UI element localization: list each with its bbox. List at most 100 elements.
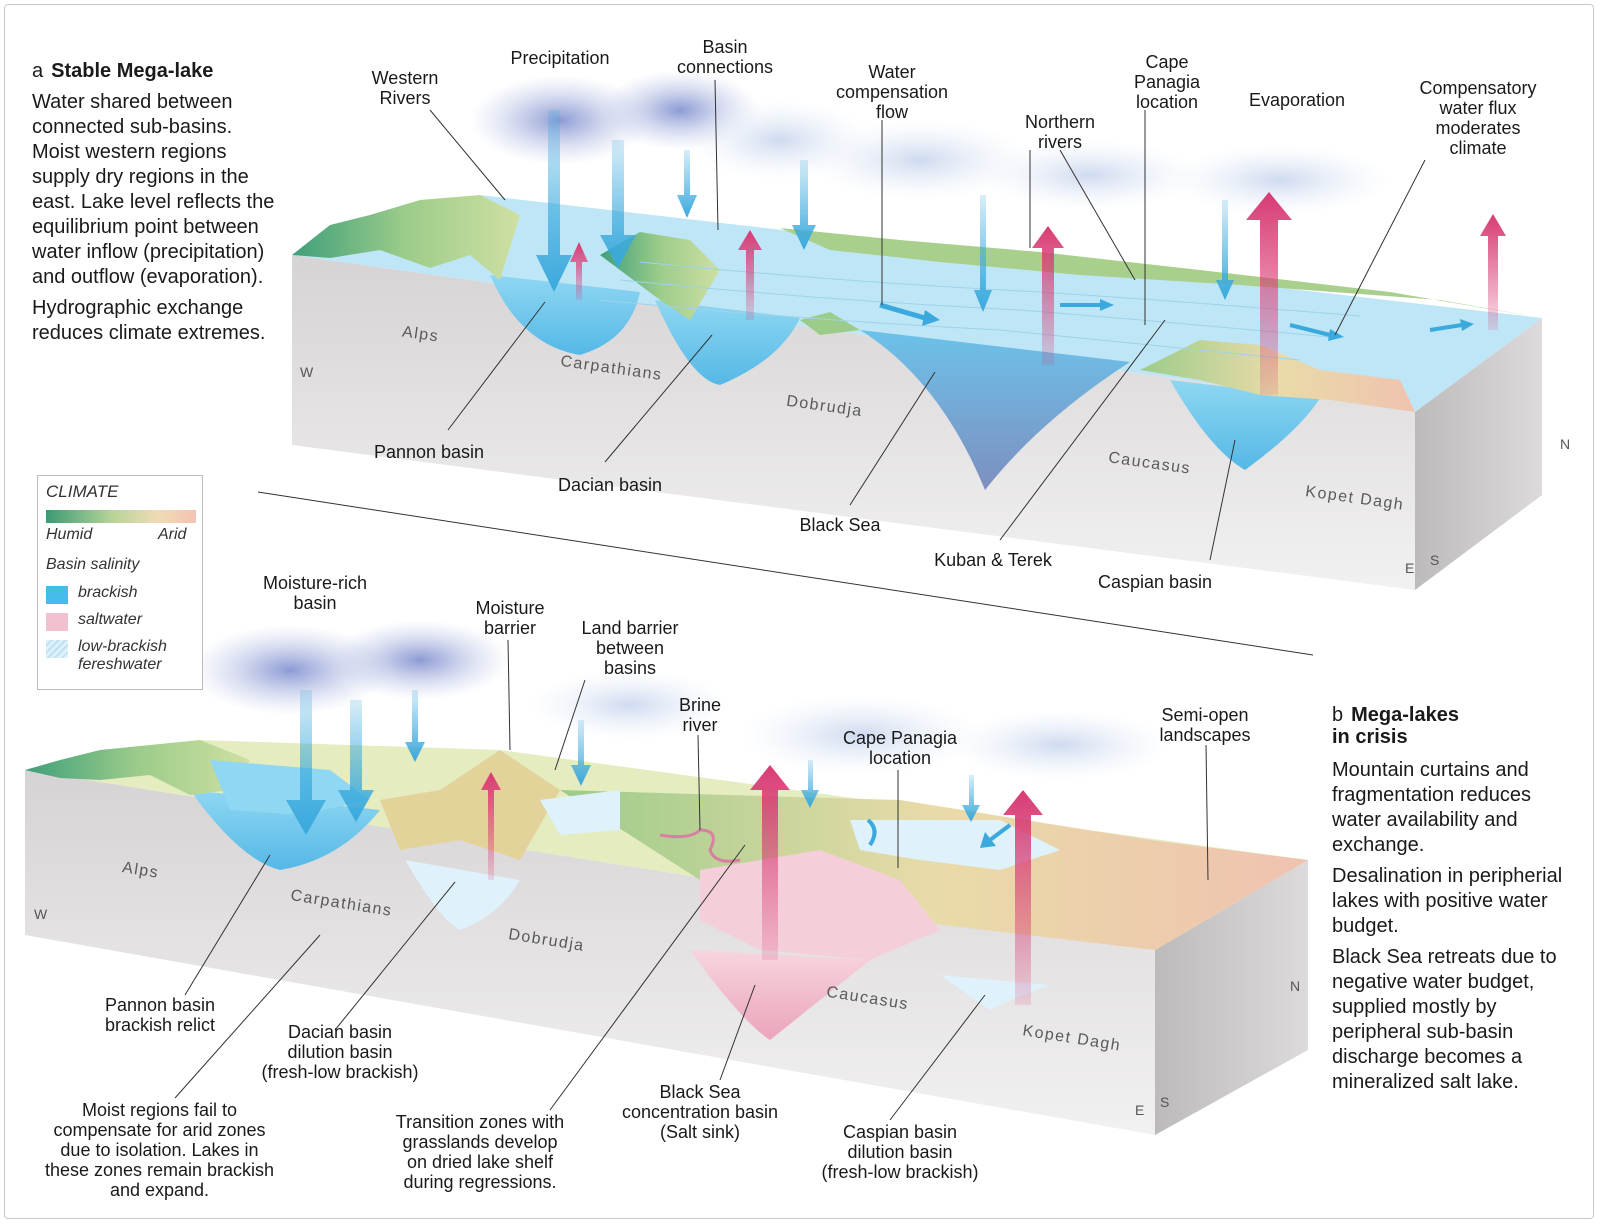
compass-b-west: W xyxy=(34,906,48,922)
leader-northern-rivers-2 xyxy=(1059,149,1136,281)
panel-b-arid-land xyxy=(560,790,1308,950)
figure-frame xyxy=(4,4,1594,1219)
legend-brackish: brackish xyxy=(78,584,138,601)
evaporation-arrow-2 xyxy=(738,230,762,320)
brine-river xyxy=(659,828,741,863)
black-sea-section xyxy=(860,330,1130,490)
legend-arid: Arid xyxy=(158,526,187,543)
evaporation-arrow-4 xyxy=(1246,192,1292,395)
callout-black-sea: Black Sea xyxy=(799,515,881,535)
panel-a-leaders xyxy=(429,79,1426,561)
precipitation-arrow-3 xyxy=(677,150,697,218)
callout-dacian-dilution: Dacian basin dilution basin (fresh-low b… xyxy=(261,1022,419,1082)
leader-transition xyxy=(549,844,746,1111)
leader-dacian-dilution xyxy=(334,881,456,1031)
callout-black-sea-conc: Black Sea concentration basin (Salt sink… xyxy=(621,1082,779,1142)
flow-arrow-4 xyxy=(1429,323,1463,332)
callout-cape-panagia-b: Cape Panagia location xyxy=(842,728,958,768)
b-precip-arrow-1 xyxy=(286,690,326,835)
callout-evaporation: Evaporation xyxy=(1248,90,1346,110)
leader-black-sea xyxy=(849,371,936,506)
callout-pannon-basin: Pannon basin xyxy=(373,442,485,462)
b-flow-arrow-2 xyxy=(988,823,1012,842)
compass-a-north: N xyxy=(1560,436,1571,452)
panel-divider xyxy=(257,491,1314,656)
leader-kuban xyxy=(999,319,1166,541)
b-precip-arrow-3 xyxy=(405,690,425,762)
precipitation-arrow-1 xyxy=(536,110,572,292)
callout-moist-regions: Moist regions fail to compensate for ari… xyxy=(44,1100,275,1200)
compass-b-north: N xyxy=(1290,978,1301,994)
callout-water-compensation: Water compensation flow xyxy=(835,62,949,122)
leader-western-rivers xyxy=(429,109,506,201)
leader-moist-regions xyxy=(174,934,321,1099)
callout-compensatory: Compensatory water flux moderates climat… xyxy=(1419,78,1537,158)
precipitation-arrow-4 xyxy=(792,160,816,250)
callout-land-barrier: Land barrier between basins xyxy=(581,618,679,678)
callout-transition: Transition zones with grasslands develop… xyxy=(395,1112,565,1192)
panel-b-description: Mountain curtains and fragmentation redu… xyxy=(1332,758,1582,1101)
leader-brine-river xyxy=(697,734,701,831)
precipitation-arrow-5 xyxy=(974,195,992,312)
callout-caspian-dilution: Caspian basin dilution basin (fresh-low … xyxy=(821,1122,979,1182)
cloud-a-6 xyxy=(1170,145,1390,215)
b-evap-arrow-1 xyxy=(481,772,501,880)
callout-caspian-basin: Caspian basin xyxy=(1097,572,1213,592)
compass-b-east: E xyxy=(1135,1102,1145,1118)
panel-b-para-3: Black Sea retreats due to negative water… xyxy=(1332,946,1557,1093)
leader-black-sea-conc xyxy=(719,984,756,1081)
panel-a-arrows xyxy=(536,110,1506,395)
callout-kuban-terek: Kuban & Terek xyxy=(934,550,1052,570)
b-flow-arrow-1 xyxy=(866,818,877,847)
panel-a-para-2: Hydrographic exchange reduces climate ex… xyxy=(32,297,266,344)
panel-b-para-2: Desalination in peripherial lakes with p… xyxy=(1332,865,1563,937)
leader-pannon xyxy=(447,301,546,431)
cloud-b-5 xyxy=(950,710,1170,780)
alps-land xyxy=(292,195,520,280)
leader-semi-open xyxy=(1205,744,1209,881)
callout-northern-rivers: Northern rivers xyxy=(1024,112,1096,152)
callout-brine-river: Brine river xyxy=(678,695,722,735)
callout-dacian-basin: Dacian basin xyxy=(557,475,663,495)
panel-a-block xyxy=(292,195,1542,590)
panel-b-barrier-land xyxy=(380,750,560,860)
b-precip-arrow-6 xyxy=(962,775,980,822)
legend-brackish-swatch xyxy=(46,586,68,604)
flow-arrow-1 xyxy=(879,302,926,321)
leader-caspian xyxy=(1209,439,1236,561)
callout-precipitation: Precipitation xyxy=(510,48,610,68)
b-evap-arrow-2 xyxy=(750,765,790,960)
dobrudja-land xyxy=(800,312,860,335)
panel-b-arrows xyxy=(286,690,1043,1005)
pannon-basin-section xyxy=(490,275,640,355)
legend-low-brackish: low-brackish fereshwater xyxy=(78,638,167,673)
panel-b-black-sea-pink xyxy=(700,850,940,960)
panel-a-description: Water shared between connected sub-basin… xyxy=(32,90,282,352)
callout-western-rivers: Western Rivers xyxy=(371,68,439,108)
cloud-b-4 xyxy=(740,695,980,775)
cloud-a-4 xyxy=(810,120,1030,200)
legend-low-brackish-swatch xyxy=(46,640,68,658)
flow-arrow-3 xyxy=(1289,323,1331,337)
evaporation-arrow-3 xyxy=(1032,226,1064,365)
legend-saltwater: saltwater xyxy=(78,611,143,628)
evaporation-arrow-5 xyxy=(1480,214,1506,330)
panel-b-west-land xyxy=(25,740,250,795)
precipitation-arrow-6 xyxy=(1216,200,1234,300)
legend-climate-title: CLIMATE xyxy=(46,482,119,501)
b-precip-arrow-2 xyxy=(338,700,374,822)
panel-b-para-1: Mountain curtains and fragmentation redu… xyxy=(1332,759,1532,856)
panel-b-title-text: Mega-lakes in crisis xyxy=(1332,704,1459,748)
legend-climate-gradient xyxy=(46,510,196,523)
compass-a-south: S xyxy=(1430,552,1440,568)
panel-b-black-sea-section xyxy=(690,950,870,1040)
leader-land-barrier xyxy=(554,679,586,771)
leader-dacian xyxy=(604,334,713,463)
north-shore-land xyxy=(780,228,1542,318)
cloud-b-2 xyxy=(330,620,510,700)
legend-saltwater-swatch xyxy=(46,613,68,631)
panel-b-block xyxy=(25,740,1308,1135)
